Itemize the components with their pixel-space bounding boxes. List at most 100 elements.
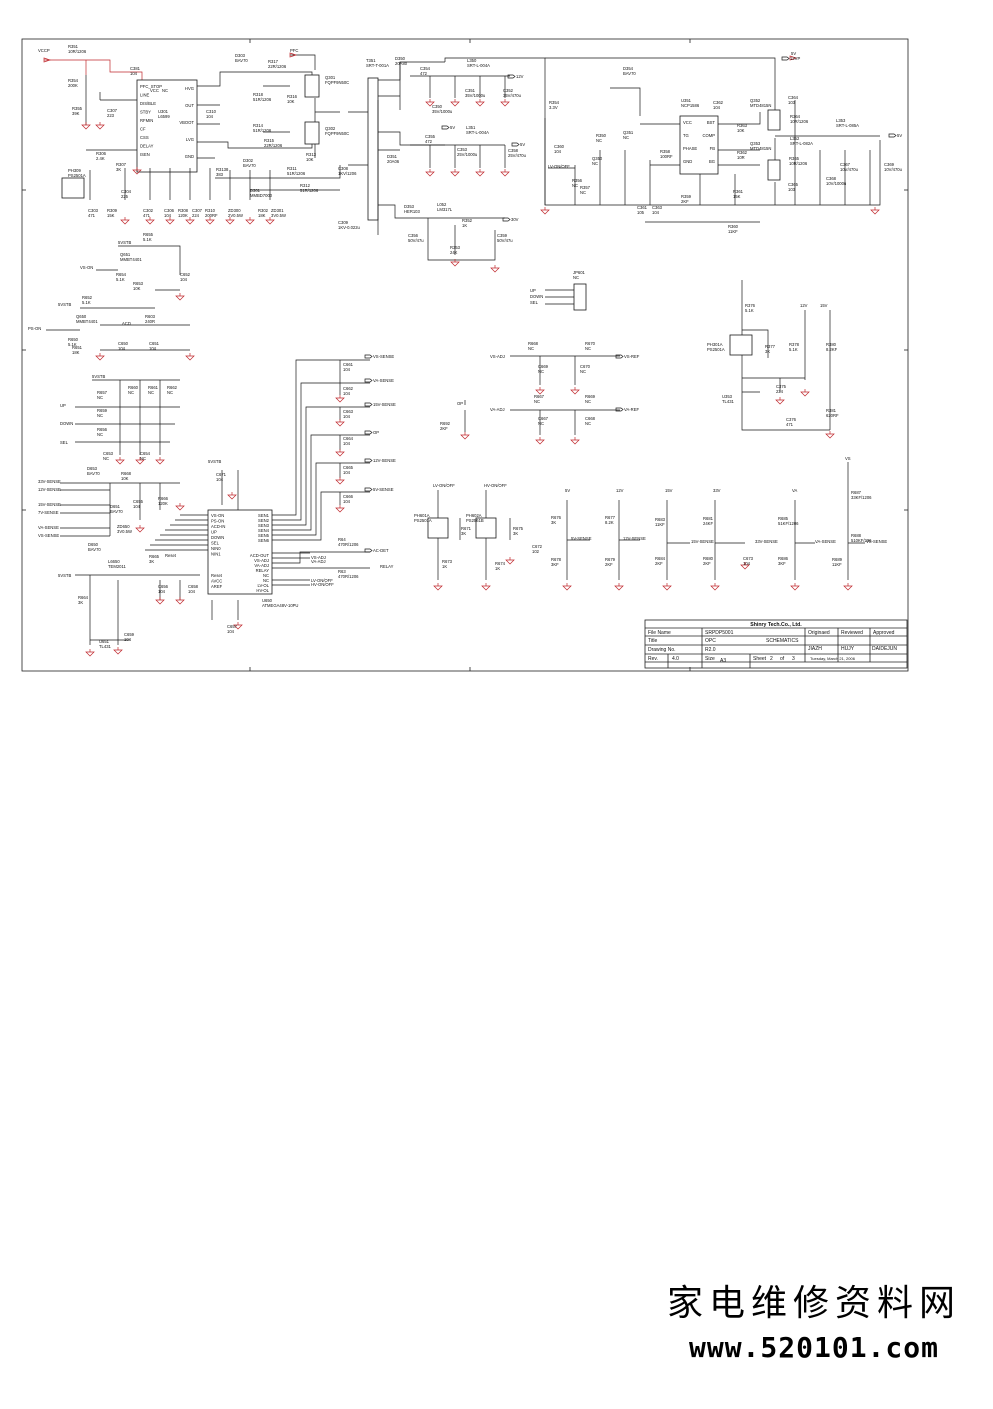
q353-mosfet (767, 159, 781, 181)
u351-pin-2: TG (683, 133, 689, 138)
value-r692: 2KF (440, 426, 448, 431)
value-r688: 510KF/206 (851, 538, 872, 543)
designator-q353: Q353 (750, 141, 761, 146)
value-r312: 51R/1206 (300, 188, 319, 193)
drawing-frame (21, 38, 909, 672)
u650-rpin-0: SEN1 (258, 513, 270, 518)
net-label-va_ref: VA-REF (624, 407, 639, 412)
u650-lpin-8: Reset (211, 573, 223, 578)
designator-d303: D303 (235, 53, 246, 58)
designator-c650: C650 (118, 341, 129, 346)
designator-ph602a: PH602A (466, 513, 482, 518)
ground-symbol (85, 649, 95, 657)
designator-r674: R674 (495, 561, 506, 566)
value-q302: FQPF9N50C (325, 131, 349, 136)
net-label-s12v_top: 12V (800, 303, 808, 308)
value-c359: 50V/47u (497, 238, 513, 243)
watermark: 家电维修资料网 www.520101.com (664, 1280, 964, 1368)
designator-r376: R376 (745, 303, 756, 308)
designator-c669: C669 (538, 364, 549, 369)
ground-symbol (570, 437, 580, 445)
value-c356: 50V/47u (408, 238, 424, 243)
value-r310: 200RF (205, 213, 218, 218)
designator-r378: R378 (789, 342, 800, 347)
value-r307: 3K (116, 167, 121, 172)
designator-c352: C352 (503, 88, 514, 93)
designator-r656: R656 (97, 427, 108, 432)
value-r676: 3K (551, 520, 556, 525)
designator-r365: R365 (789, 156, 800, 161)
value-c661: 104 (343, 367, 351, 372)
value-l351: SRT-L-004A (466, 130, 489, 135)
designator-c381: C381 (130, 66, 141, 71)
u301-pin-14: VCC (150, 88, 159, 93)
ground-symbol (433, 583, 443, 591)
value-r652: 5.1K (82, 300, 91, 305)
ic-pin-labels: PFC_STOPLINEDIS/BLESTBYRFMINCFCSSDELAYIS… (140, 84, 715, 593)
power-rail-label-0: VCCP (38, 48, 50, 53)
designator-c306: C306 (164, 208, 175, 213)
net-label-acd: ACD (122, 321, 131, 326)
value-r654: 5.1K (116, 277, 125, 282)
value-r358: 100RF (660, 154, 673, 159)
value-ph309: PS2501A (68, 173, 86, 178)
designator-u651: U651 (99, 639, 110, 644)
designator-c309: C309 (338, 220, 349, 225)
designator-c659: C659 (124, 632, 135, 637)
designator-c359: C359 (497, 233, 508, 238)
value-c362: 104 (713, 105, 721, 110)
ground-symbol (614, 583, 624, 591)
net-label-jp_up: UP (530, 288, 536, 293)
u301-ic (136, 79, 198, 173)
value-r655: 5.1K (143, 237, 152, 242)
tb-size: A3 (720, 658, 726, 664)
value-r357: NC (580, 190, 586, 195)
designator-c656: C656 (158, 584, 169, 589)
value-r360: 11KF (728, 229, 738, 234)
tb-rev: 4.0 (672, 656, 679, 662)
ground-symbol (155, 457, 165, 465)
designator-r662: R662 (167, 385, 178, 390)
designator-r651: R651 (72, 345, 83, 350)
designator-r363: R363 (737, 123, 748, 128)
tb-approved: DAIDEJUN (872, 646, 897, 652)
value-l6650: TEM2011 (108, 564, 127, 569)
designator-c653: C653 (103, 451, 114, 456)
u650-lpin-3: UP (211, 530, 217, 535)
ground-symbol (843, 583, 853, 591)
power-port-1 (289, 52, 298, 58)
ground-symbol (425, 169, 435, 177)
designator-r685: R685 (778, 516, 789, 521)
value-r313: 10K (306, 157, 314, 162)
ground-symbol (505, 557, 515, 565)
optocoupler-block (427, 462, 865, 580)
net-label-va_adj: VA-ADJ (490, 407, 505, 412)
designator-c665: C665 (343, 465, 354, 470)
designator-r676: R676 (551, 515, 562, 520)
net-label-s5v_col: 5V (565, 488, 570, 493)
designator-r356: R356 (572, 178, 583, 183)
designator-r3138: R3138 (216, 167, 229, 172)
value-c651: 104 (149, 346, 157, 351)
value-c352: 35V/470u (503, 93, 522, 98)
port-arrow-ac_det (364, 548, 373, 553)
value-d302: BAV70 (243, 163, 256, 168)
designator-r362: R362 (737, 150, 748, 155)
net-label-s5vstb_c: 5VSTB (92, 374, 105, 379)
ground-symbol (185, 217, 195, 225)
value-c367: 10V/470u (840, 167, 859, 172)
value-c307: 223 (107, 113, 115, 118)
designator-c664: C664 (343, 436, 354, 441)
designator-d301: D301 (250, 188, 261, 193)
designator-l351: L351 (466, 125, 476, 130)
net-label-s15v_col: 15V (665, 488, 673, 493)
designator-r312: R312 (300, 183, 311, 188)
designator-r308: R308 (178, 208, 189, 213)
q302-mosfet (304, 121, 320, 145)
designator-r64: R64 (338, 537, 346, 542)
designator-r364: R364 (790, 114, 801, 119)
value-c663: 104 (343, 414, 351, 419)
designator-c369: C369 (884, 162, 895, 167)
u650-rpin-7: VS-ADJ (254, 558, 269, 563)
ground-symbol (570, 387, 580, 395)
